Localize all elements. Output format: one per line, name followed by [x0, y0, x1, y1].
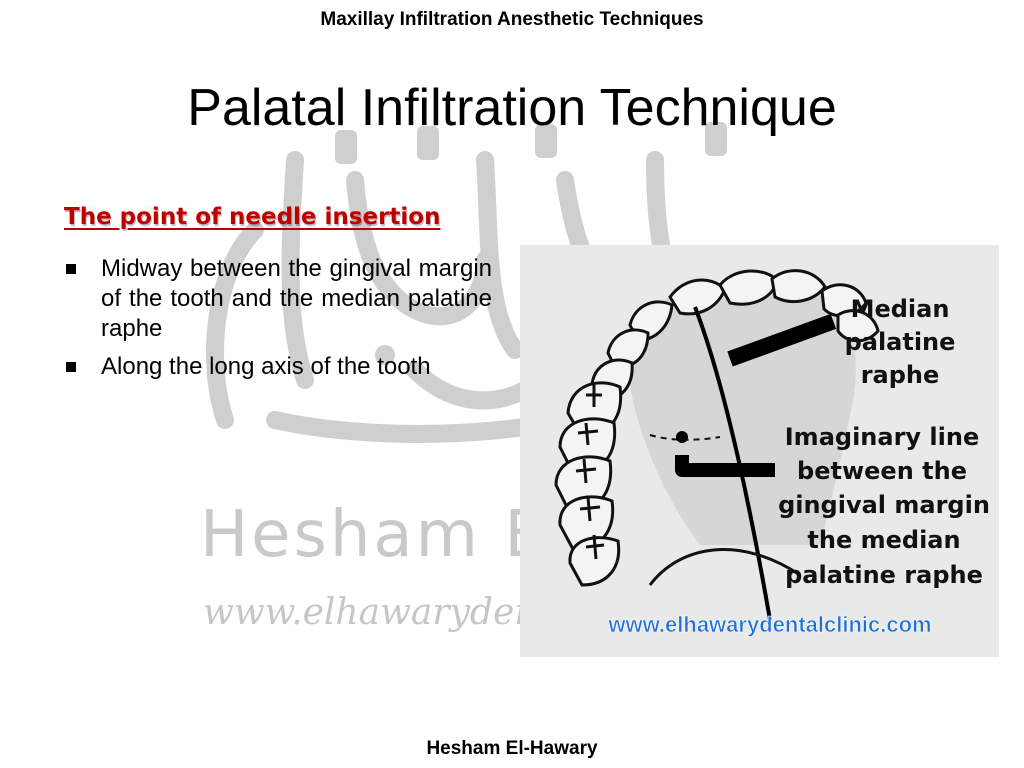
- figure-url: www.elhawarydentalclinic.com: [607, 612, 931, 637]
- square-bullet-icon: [66, 264, 76, 274]
- label-median-line-1: Median: [851, 295, 950, 323]
- bullet-list: Midway between the gingival margin of th…: [64, 254, 492, 390]
- palatal-arch-figure: Median palatine raphe Imaginary line bet…: [520, 245, 999, 657]
- palate-edge-curve: [648, 548, 801, 586]
- label-imaginary-line-5: palatine raphe: [785, 561, 983, 589]
- imaginary-pointer-bar: [675, 455, 775, 477]
- list-item: Midway between the gingival margin of th…: [64, 254, 492, 344]
- slide-header: Maxillay Infiltration Anesthetic Techniq…: [320, 9, 704, 30]
- label-median-line-3: raphe: [861, 361, 940, 389]
- label-imaginary-line-1: Imaginary line: [785, 423, 979, 451]
- needle-point-dot: [676, 431, 688, 443]
- slide-title: Palatal Infiltration Technique: [187, 79, 837, 137]
- label-median-line-2: palatine: [845, 328, 956, 356]
- label-imaginary-line-2: between the: [797, 457, 967, 485]
- bullet-text: Along the long axis of the tooth: [101, 353, 431, 380]
- palate-shape: [626, 284, 856, 545]
- section-heading-shadow: The point of needle insertion: [65, 206, 442, 232]
- teeth-group: [554, 269, 880, 587]
- bullet-text: Midway between the gingival margin of th…: [101, 255, 492, 342]
- list-item: Along the long axis of the tooth: [64, 352, 492, 382]
- slide-footer: Hesham El-Hawary: [426, 738, 598, 759]
- label-imaginary-line-3: gingival margin: [778, 491, 990, 519]
- median-raphe-line: [693, 306, 772, 621]
- fissure-marks: [575, 385, 605, 560]
- label-imaginary-line-4: the median: [807, 526, 960, 554]
- median-pointer-bar: [727, 313, 837, 367]
- section-heading: The point of needle insertion: [64, 204, 441, 230]
- square-bullet-icon: [66, 362, 76, 372]
